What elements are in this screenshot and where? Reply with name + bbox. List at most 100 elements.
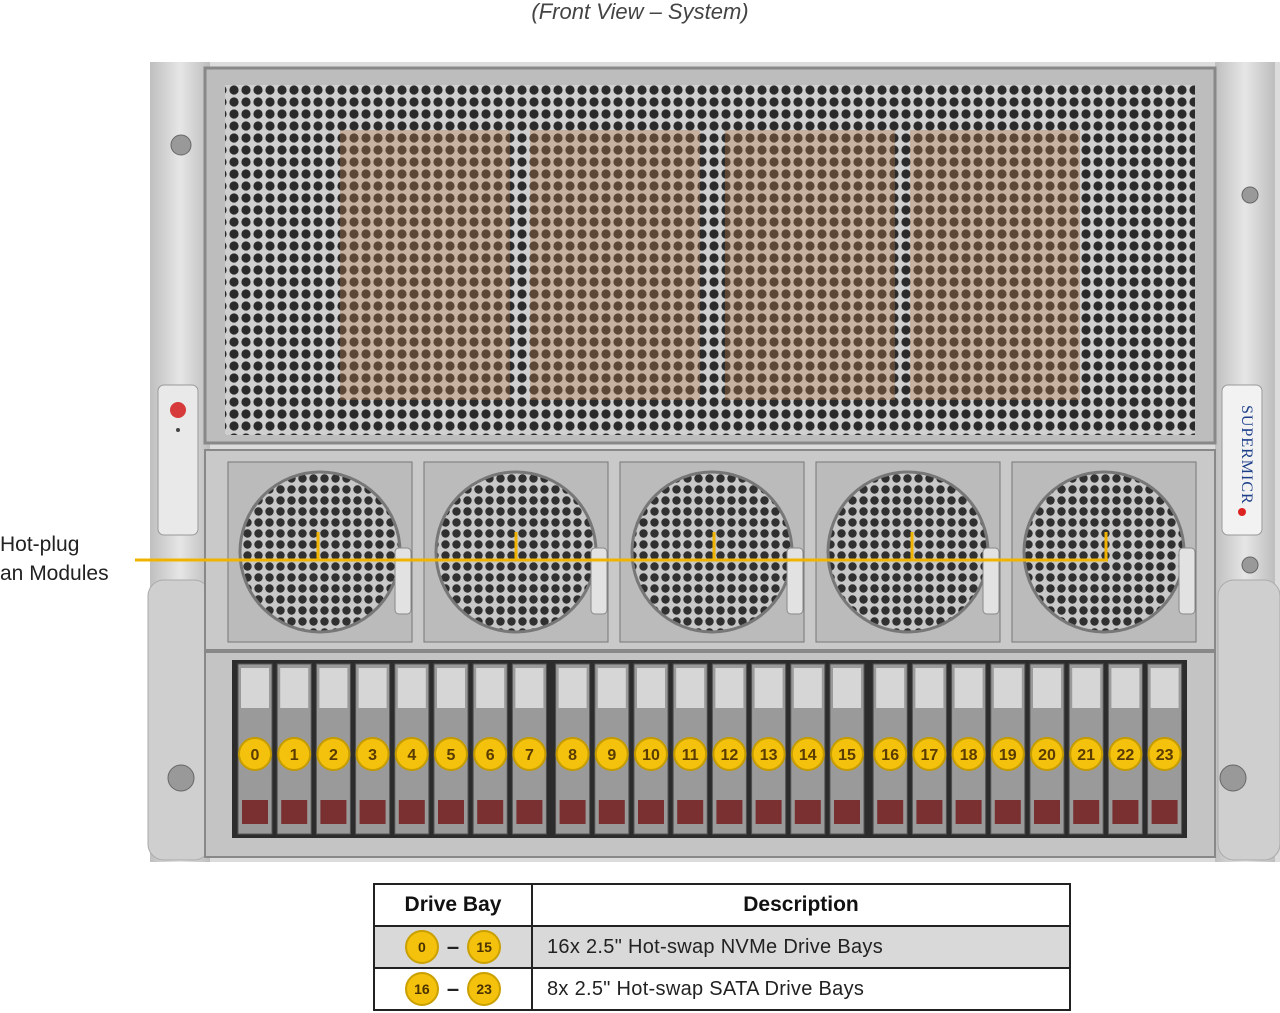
drive-bay-badge [594,737,629,771]
drive-bay-10[interactable]: 10 [633,663,669,835]
drive-latch [877,800,904,824]
drive-bay-13[interactable]: 13 [751,663,787,835]
drive-bay-14[interactable]: 14 [790,663,826,835]
table-header-row: Drive Bay Description [373,883,1071,927]
gpu-tray-grille [225,85,1195,435]
drive-bay-22[interactable]: 22 [1107,663,1143,835]
bay-badge-to: 23 [467,972,502,1006]
drive-bay-1[interactable]: 1 [276,663,312,835]
drive-bay-16[interactable]: 16 [872,663,908,835]
drive-bay-badge [512,737,547,771]
drive-bay-number: 22 [1117,747,1135,764]
drive-bay-number: 17 [921,747,939,764]
drive-bay-number: 7 [525,747,534,764]
drive-bay-18[interactable]: 18 [951,663,987,835]
drive-bay-badge [634,737,668,771]
screw-icon [167,764,195,792]
drive-latch [994,800,1021,824]
drive-latch [955,800,982,824]
fan-module-4 [815,461,1001,643]
drive-bay-7[interactable]: 7 [511,663,547,835]
screw-icon [170,134,192,156]
drive-latch [1112,800,1139,824]
drive-bay-badge [473,737,508,771]
bay-range: 16–23 [373,967,533,1011]
drive-latch [516,800,543,824]
drive-bay-0[interactable]: 0 [237,663,273,835]
drive-bay-2[interactable]: 2 [315,663,351,835]
fan-modules [227,461,1197,643]
screw-icon [1219,764,1247,792]
drive-bay-number: 23 [1156,747,1174,764]
drive-latch [794,800,821,824]
drive-bay-badge [951,737,986,771]
bay-badge-from: 16 [404,972,439,1006]
drive-bay-number: 21 [1077,747,1095,764]
drive-bay-12[interactable]: 12 [711,663,747,835]
drive-bay-badge [238,737,272,771]
drive-bay-number: 1 [290,747,299,764]
drive-bay-legend-table: Drive Bay Description 0–15 16x 2.5" Hot-… [373,883,1071,1011]
right-handle [1217,579,1280,861]
drive-bay-badge [1030,737,1064,771]
bay-description: 16x 2.5" Hot-swap NVMe Drive Bays [531,925,1071,969]
drive-bay-badge [316,737,351,771]
drive-latch [755,800,782,824]
drive-bay-badge [790,737,825,771]
screw-icon [1241,556,1259,574]
drive-bay-badge [912,737,947,771]
drive-latch [598,800,625,824]
drive-bay-3[interactable]: 3 [355,663,391,835]
drive-bay-badge [277,737,312,771]
control-panel [157,384,199,536]
brand-logo: SUPERMICR [1238,405,1255,505]
brand-plate [1221,384,1263,536]
bay-range: 0–15 [373,925,533,969]
drive-latch [1034,800,1060,824]
drive-bay-11[interactable]: 11 [672,663,708,835]
drive-bay-8[interactable]: 8 [555,663,591,835]
drive-bay-19[interactable]: 19 [990,663,1026,835]
drive-bay-9[interactable]: 9 [594,663,630,835]
screw-icon [1241,186,1259,204]
drive-bay-badge [1069,737,1104,771]
drive-latch [398,800,425,824]
drive-bay-6[interactable]: 6 [472,663,508,835]
drive-bay-number: 10 [642,747,660,764]
drive-bay-15[interactable]: 15 [829,663,865,835]
drive-bay-21[interactable]: 21 [1068,663,1104,835]
drive-bay-number: 16 [881,747,899,764]
drive-bay-badge [1147,737,1182,771]
drive-latch [477,800,504,824]
drive-latch [242,800,268,824]
bay-badge-to: 15 [467,930,502,964]
drive-bay-number: 5 [447,747,456,764]
drive-bay-number: 12 [721,747,739,764]
drive-bay-number: 20 [1038,747,1056,764]
drive-bay-badge [1108,737,1143,771]
drive-bay-4[interactable]: 4 [394,663,430,835]
drive-bay-5[interactable]: 5 [433,663,469,835]
drive-latch [438,800,464,824]
fan-module-5 [1011,461,1197,643]
header-drive-bay: Drive Bay [373,883,533,927]
left-handle [147,579,211,861]
drive-bay-number: 19 [999,747,1017,764]
drive-bay-badge [394,737,429,771]
drive-bay-17[interactable]: 17 [911,663,947,835]
drive-bay-23[interactable]: 23 [1147,663,1183,835]
drive-bay-number: 2 [329,747,338,764]
drive-bay-badge [712,737,747,771]
fan-callout-line [135,532,1108,562]
led-icon [176,428,180,432]
figure-caption: (Front View – System) [531,0,749,24]
drive-bay-badge [751,737,786,771]
drive-bay-number: 0 [251,747,260,764]
heatsink-shadows [340,130,1080,400]
drive-bay-number: 15 [838,747,856,764]
drive-bay-20[interactable]: 20 [1029,663,1065,835]
drive-latch [1151,800,1178,824]
drive-bay-number: 11 [682,747,699,764]
callout-label-line2: an Modules [0,562,109,585]
